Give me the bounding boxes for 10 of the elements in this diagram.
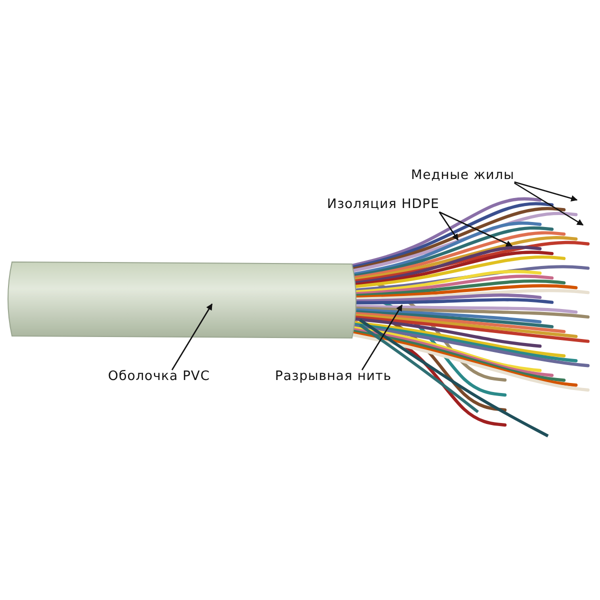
part-label: Медные жилы (411, 168, 514, 183)
leader-arrow (361, 304, 403, 370)
part-label: Изоляция HDPE (327, 197, 440, 212)
leader-arrow (171, 303, 213, 370)
leader-arrow (514, 181, 578, 202)
leader-arrow (438, 212, 459, 241)
part-label: Оболочка PVC (108, 369, 210, 384)
part-label: Разрывная нить (275, 369, 392, 384)
leader-arrow (514, 182, 584, 226)
leader-arrow (439, 211, 513, 247)
